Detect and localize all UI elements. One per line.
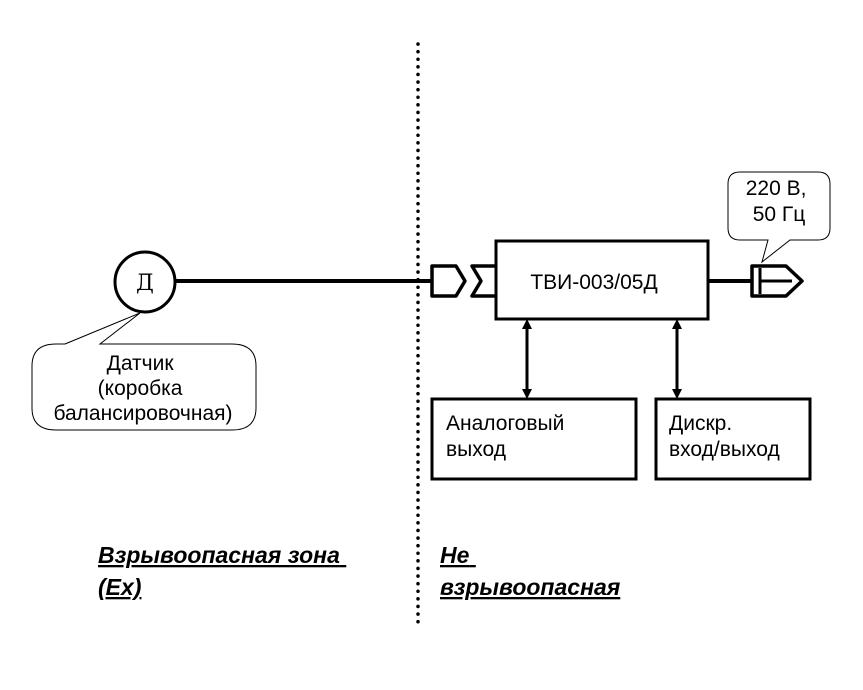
power-plug-pins <box>758 268 792 294</box>
hazardous-zone-line: (Ex) <box>98 574 141 600</box>
sensor-callout-text: Датчик (коробка балансировочная) <box>53 352 232 425</box>
safe-zone-label: Не взрывоопасная <box>440 542 621 600</box>
discrete-io-line: Дискр. <box>669 412 732 435</box>
safe-zone-line: Не <box>440 542 470 568</box>
discrete-io-line: вход/выход <box>669 438 780 461</box>
input-plug-connector <box>430 264 467 298</box>
power-callout-text: 220 В, 50 Гц <box>746 177 813 226</box>
power-callout-line: 220 В, <box>746 177 807 200</box>
power-callout-line: 50 Гц <box>753 203 806 226</box>
hazardous-zone-label: Взрывоопасная зона (Ex) <box>98 542 346 600</box>
power-callout <box>727 171 831 264</box>
discrete-io-text: Дискр. вход/выход <box>669 412 780 461</box>
safe-zone-line: взрывоопасная <box>440 574 621 600</box>
analog-output-block <box>430 397 638 481</box>
sensor-symbol: Д <box>136 271 154 296</box>
device-block <box>494 239 710 321</box>
input-socket-connector <box>470 264 496 298</box>
analog-output-text: Аналоговый выход <box>446 412 570 461</box>
hazardous-zone-line: Взрывоопасная зона <box>98 542 340 568</box>
sensor-callout-line: Датчик <box>107 352 175 375</box>
sensor-callout <box>31 312 257 431</box>
sensor-callout-line: балансировочная) <box>53 402 232 425</box>
sensor-callout-line: (коробка <box>98 377 183 400</box>
discrete-io-block <box>654 397 812 481</box>
analog-output-line: выход <box>446 438 506 461</box>
device-label: ТВИ-003/05Д <box>530 271 657 294</box>
analog-output-line: Аналоговый <box>446 412 564 435</box>
